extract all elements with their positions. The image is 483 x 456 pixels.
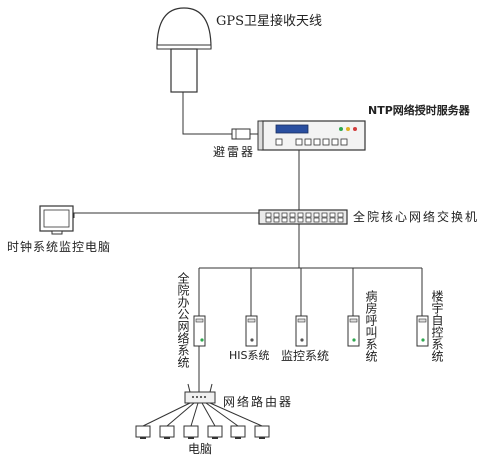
ntp-server-label: NTP网络授时服务器: [368, 104, 470, 117]
monitoring-device-icon: [295, 315, 308, 347]
switch-to-monitor-pc-line: [73, 212, 259, 218]
building-control-device-icon: [416, 315, 429, 347]
pc-icon: [254, 425, 270, 439]
ward-call-system-label: 病房呼叫系统: [364, 290, 378, 362]
his-device-icon: [245, 315, 258, 347]
building-control-system-label: 楼宇自控系统: [430, 290, 444, 362]
ntp-port-icons: [275, 138, 348, 146]
lightning-arrester-icon: [231, 128, 251, 140]
ntp-server-icon: [257, 120, 366, 151]
led-green-icon: [339, 127, 343, 131]
monitor-pc-icon: [39, 205, 74, 235]
his-system-label: HIS系统: [229, 349, 270, 362]
router-icon: [184, 383, 216, 404]
antenna-to-arrester-line: [182, 92, 232, 135]
led-yellow-icon: [346, 127, 350, 131]
pc-icon: [183, 425, 199, 439]
monitoring-system-label: 监控系统: [281, 349, 330, 363]
connection-lines: [73, 92, 423, 392]
led-red-icon: [353, 127, 357, 131]
gps-antenna-icon: [156, 7, 212, 93]
lightning-arrester-label: 避雷器: [213, 145, 256, 159]
clock-monitor-pc-label: 时钟系统监控电脑: [7, 240, 112, 254]
pc-icon: [159, 425, 175, 439]
network-router-label: 网络路由器: [223, 395, 294, 409]
office-network-label: 全院办公网络系统: [176, 272, 190, 368]
core-switch-label: 全院核心网络交换机: [353, 210, 480, 224]
pc-icon: [135, 425, 151, 439]
router-fanout-lines: [142, 402, 263, 427]
ward-call-device-icon: [347, 315, 360, 347]
ntp-display-icon: [275, 124, 309, 134]
office-network-device-icon: [193, 315, 206, 347]
pc-icon: [207, 425, 223, 439]
pc-icon: [230, 425, 246, 439]
gps-antenna-label: GPS卫星接收天线: [216, 14, 323, 29]
core-switch-icon: [258, 209, 348, 225]
computers-label: 电脑: [188, 442, 213, 456]
